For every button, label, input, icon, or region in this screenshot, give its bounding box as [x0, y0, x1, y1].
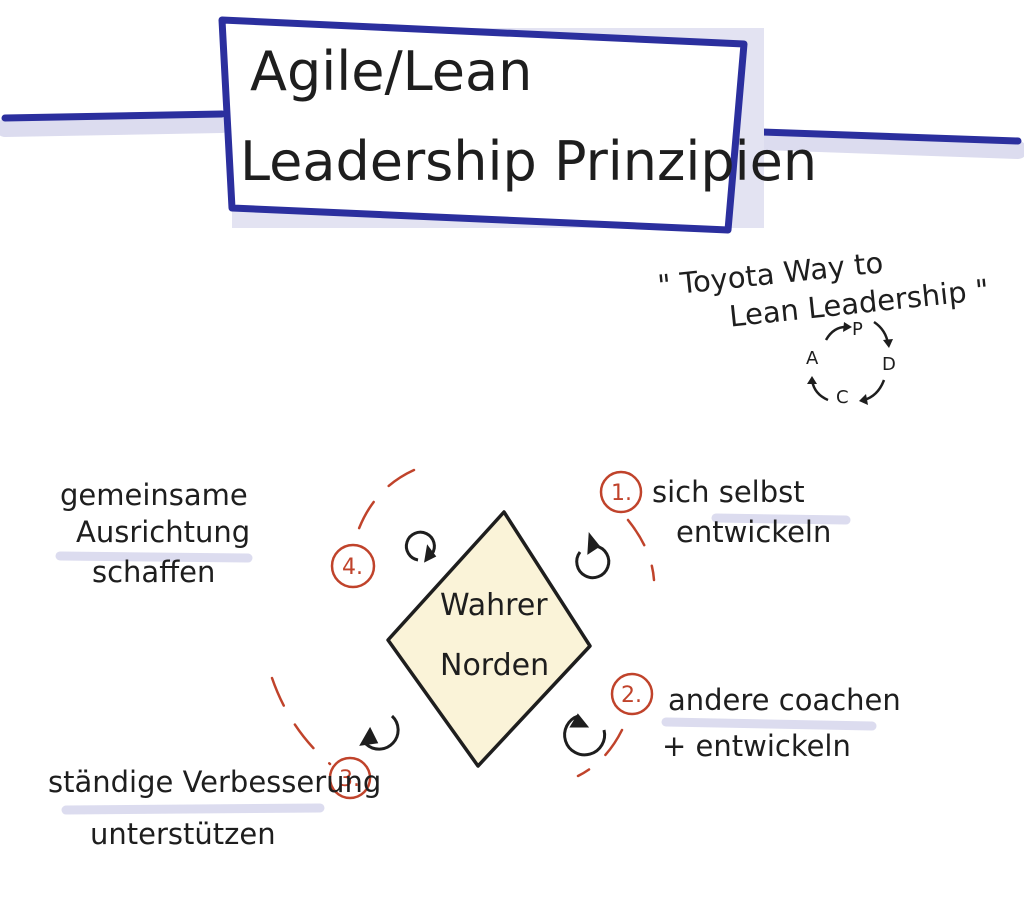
principle-2-line-2: + entwickeln [662, 729, 851, 763]
number-circle-2 [610, 672, 654, 716]
refresh-loop-icon-4 [404, 530, 436, 562]
principle-1-line-1: sich selbst [652, 475, 805, 509]
pdca-p-label: P [852, 319, 863, 340]
principle-3-number: 3. [339, 767, 360, 792]
principle-2: 2. andere coachen + entwickeln [610, 672, 901, 763]
number-circle-1 [599, 470, 643, 514]
true-north-diamond: Wahrer Norden [386, 510, 592, 768]
pdca-arrowhead-ca [807, 376, 817, 384]
title-box [218, 16, 748, 234]
principle-1-line-2: entwickeln [676, 515, 831, 549]
principle-1: 1. sich selbst entwickeln [599, 470, 851, 549]
title-line-2: Leadership Prinzipien [240, 130, 817, 193]
banner-right-shadow [726, 131, 1024, 159]
banner-left-line [1, 110, 226, 122]
principle-4: 4. gemeinsame Ausrichtung schaffen [55, 478, 376, 589]
refresh-arrowhead-icon-2 [569, 713, 590, 728]
center-line-1: Wahrer [440, 588, 548, 623]
principle-4-line-1: gemeinsame [60, 478, 248, 512]
title-banner: Agile/Lean Leadership Prinzipien [0, 16, 1024, 234]
principle-1-highlight [711, 513, 851, 525]
principle-3-line-2: unterstützen [90, 817, 276, 851]
principle-3-highlight [61, 803, 325, 815]
principle-4-line-3: schaffen [92, 555, 215, 589]
pdca-cycle: P D C A [806, 319, 896, 408]
loop-icons [359, 530, 611, 757]
pdca-arrowhead-dc [859, 394, 868, 405]
number-circle-3 [328, 756, 372, 800]
pdca-arrowhead-pd [883, 339, 893, 348]
refresh-loop-icon-2 [563, 714, 607, 757]
cycle-arc-top-right [626, 518, 656, 582]
banner-right-line [731, 127, 1022, 145]
principle-3: 3. ständige Verbesserung unterstützen [48, 756, 381, 851]
pdca-arrow-dc [863, 379, 886, 402]
refresh-arrowhead-icon-3 [359, 726, 379, 746]
refresh-loop-icon-3 [364, 714, 400, 751]
principle-2-number: 2. [621, 683, 642, 708]
quote-block: " Toyota Way to Lean Leadership " [656, 245, 991, 333]
cycle-ring [270, 468, 656, 778]
cycle-arc-top-left [353, 468, 416, 542]
principle-1-number: 1. [611, 481, 632, 506]
pdca-c-label: C [836, 387, 849, 408]
center-line-2: Norden [440, 648, 549, 683]
pdca-a-label: A [806, 348, 819, 369]
cycle-arc-bottom-left [270, 676, 332, 766]
diamond-shape [386, 510, 592, 768]
principle-2-line-1: andere coachen [668, 683, 901, 717]
refresh-loop-icon-1 [575, 544, 611, 580]
principle-4-line-2: Ausrichtung [76, 515, 250, 549]
title-line-1: Agile/Lean [250, 40, 532, 103]
number-circle-4 [330, 543, 376, 589]
pdca-arrowhead-ap [843, 322, 852, 332]
refresh-arrowhead-icon-1 [587, 532, 601, 555]
principle-4-highlight [55, 551, 253, 563]
cycle-arc-bottom-right [576, 728, 624, 778]
principle-2-highlight [661, 717, 877, 731]
principle-3-line-1: ständige Verbesserung [48, 765, 381, 799]
banner-left-shadow [0, 115, 231, 137]
pdca-d-label: D [882, 354, 896, 375]
principle-4-number: 4. [342, 555, 363, 580]
refresh-arrowhead-icon-4 [424, 544, 437, 563]
